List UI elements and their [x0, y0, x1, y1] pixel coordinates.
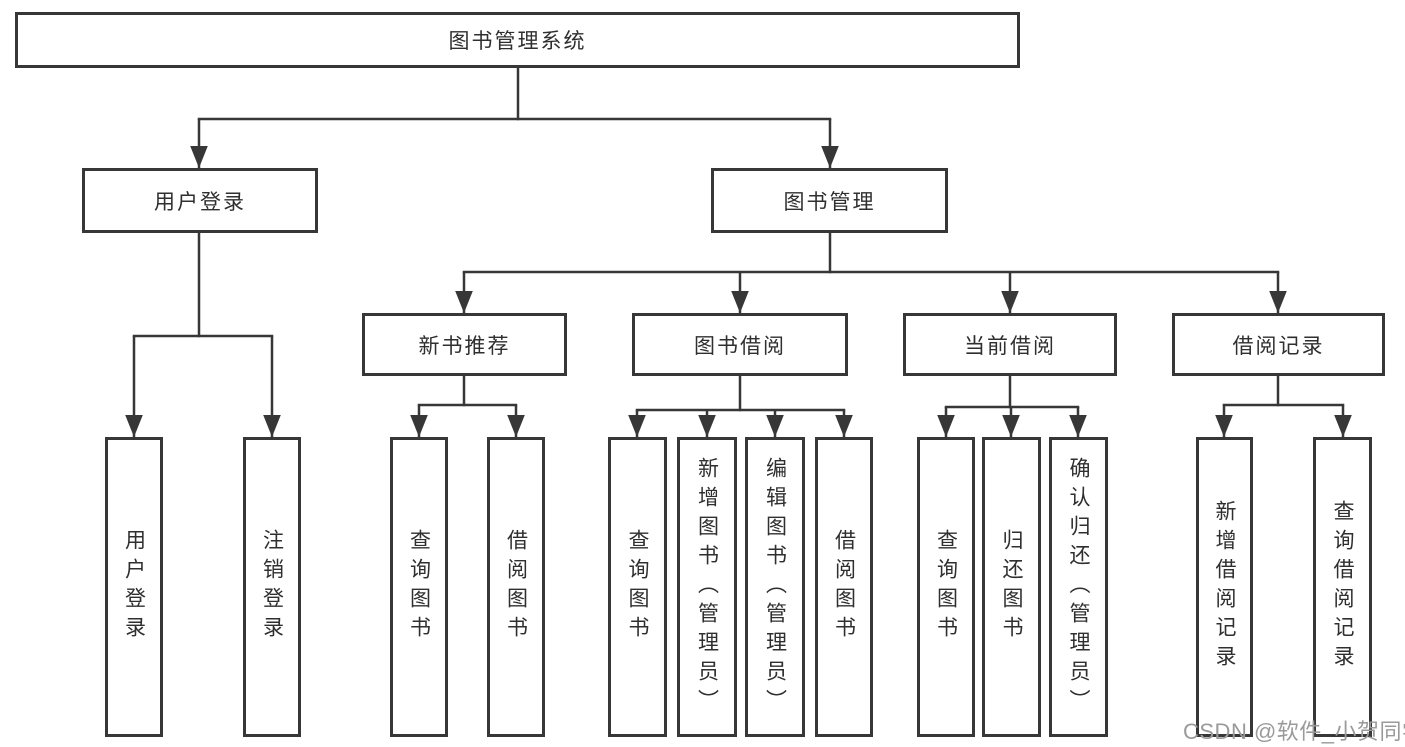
leaf-logout: 注销登录 [243, 437, 301, 737]
leaf-query-books-recommendation: 查询图书 [390, 437, 448, 737]
leaf-query-borrow-record: 查询借阅记录 [1313, 437, 1372, 737]
node-borrowing-records: 借阅记录 [1172, 313, 1385, 376]
node-library-management-system: 图书管理系统 [15, 12, 1020, 68]
leaf-add-book-admin: 新增图书（管理员） [677, 437, 737, 737]
leaf-add-borrow-record: 新增借阅记录 [1196, 437, 1253, 737]
node-book-management: 图书管理 [711, 168, 948, 233]
leaf-user-login: 用户登录 [105, 437, 163, 737]
node-user-login: 用户登录 [82, 168, 318, 233]
leaf-borrow-books-recommendation: 借阅图书 [487, 437, 545, 737]
node-current-borrowing: 当前借阅 [903, 313, 1117, 376]
leaf-edit-book-admin: 编辑图书（管理员） [745, 437, 805, 737]
leaf-return-books: 归还图书 [982, 437, 1041, 737]
leaf-query-books-borrowing: 查询图书 [608, 437, 667, 737]
node-book-borrowing: 图书借阅 [632, 313, 848, 376]
leaf-confirm-return-admin: 确认归还（管理员） [1049, 437, 1108, 737]
leaf-borrow-books: 借阅图书 [815, 437, 873, 737]
leaf-query-books-current: 查询图书 [917, 437, 975, 737]
csdn-watermark: CSDN @软件_小贺同学 [1183, 719, 1405, 744]
node-new-book-recommendation: 新书推荐 [362, 313, 567, 376]
